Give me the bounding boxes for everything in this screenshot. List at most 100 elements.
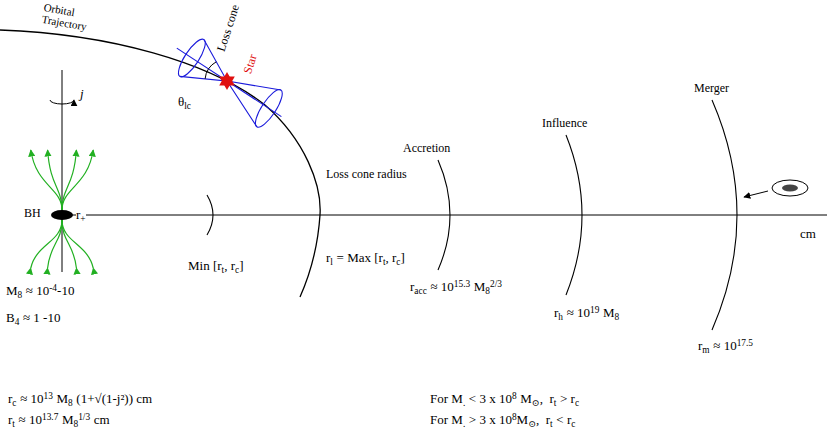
subscript-text: c xyxy=(575,398,579,408)
label-text: Loss cone xyxy=(214,3,242,53)
label-text: BH xyxy=(24,206,41,220)
label-text: Merger xyxy=(694,81,729,95)
subscript-text: 8 xyxy=(485,286,490,296)
label-text: = Max [r xyxy=(337,250,383,265)
label-text: M xyxy=(6,283,18,298)
merger-formula: rm≈ 1017.5 xyxy=(698,335,753,358)
loss-cone-label: Loss cone xyxy=(213,3,243,54)
tidal-radius-formula: rt≈ 1013.7M81/3cm xyxy=(8,409,110,432)
field-line xyxy=(62,220,93,268)
superscript-text: 17.5 xyxy=(737,338,753,348)
label-text: -10 xyxy=(57,283,74,298)
accretion-label: Accretion xyxy=(403,140,450,156)
label-text: B xyxy=(6,310,15,325)
label-text: ≈ 10 xyxy=(26,283,49,298)
label-text: r xyxy=(410,279,414,294)
subscript-text: acc xyxy=(414,286,426,296)
superscript-text: 19 xyxy=(590,305,599,315)
influence-label: Influence xyxy=(542,115,587,131)
label-text: M xyxy=(474,279,486,294)
black-hole xyxy=(51,210,73,220)
subscript-text: . xyxy=(463,398,465,408)
label-text: cm xyxy=(94,412,110,427)
subscript-text: t xyxy=(383,257,386,267)
loss-cone-radius-label: Loss cone radius xyxy=(326,166,407,182)
label-text: M xyxy=(520,391,532,406)
subscript-text: 4 xyxy=(15,317,20,327)
label-text: M xyxy=(56,391,68,406)
subscript-text: . xyxy=(463,419,465,429)
subscript-text: t xyxy=(554,398,557,408)
subscript-text: c xyxy=(396,257,400,267)
label-text: For M xyxy=(430,412,463,427)
label-text: < r xyxy=(556,412,571,427)
label-text: (1+√(1-j²)) cm xyxy=(76,391,152,406)
axis-unit: cm xyxy=(800,226,816,242)
superscript-text: 13.7 xyxy=(42,412,58,422)
label-text: , r xyxy=(536,412,550,427)
superscript-text: -4 xyxy=(49,283,57,293)
subscript-text: 8 xyxy=(615,312,620,322)
label-text: ≈ 1 -10 xyxy=(23,310,60,325)
subscript-text: ⊙ xyxy=(528,419,536,429)
label-text: ≈ 10 xyxy=(430,279,453,294)
field-line xyxy=(62,220,76,268)
merger-arc xyxy=(712,100,737,330)
companion-galaxy xyxy=(772,180,808,196)
field-line xyxy=(62,150,93,210)
low-mass-condition: For M.< 3 x 108M⊙, rt> rc xyxy=(430,388,579,411)
angle-arc xyxy=(203,60,216,78)
star-label: Star xyxy=(239,52,260,75)
label-text: ≈ 10 xyxy=(19,412,42,427)
label-text: r xyxy=(76,207,80,222)
subscript-text: lc xyxy=(184,101,191,111)
subscript-text: h xyxy=(558,312,563,322)
min-radius-arc xyxy=(207,195,213,235)
label-text: θ xyxy=(178,94,184,109)
superscript-text: 13 xyxy=(44,391,53,401)
label-text: ] xyxy=(401,250,405,265)
merger-arrow xyxy=(744,191,768,197)
field-line xyxy=(48,220,62,268)
superscript-text: 8 xyxy=(512,391,517,401)
label-text: Orbital Trajectory xyxy=(41,1,88,33)
trajectory-label: Orbital Trajectory xyxy=(41,1,104,35)
high-mass-condition: For M.> 3 x 108M⊙, rt< rc xyxy=(430,409,575,432)
accretion-arc xyxy=(438,160,450,270)
label-text: > 3 x 10 xyxy=(469,412,512,427)
label-text: ≈ 10 xyxy=(713,338,736,353)
label-text: Influence xyxy=(542,116,587,130)
subscript-text: 8 xyxy=(18,290,23,300)
label-text: r xyxy=(8,391,12,406)
subscript-text: t xyxy=(12,419,15,429)
angle-label: θlc xyxy=(178,94,191,114)
subscript-text: t xyxy=(222,265,225,275)
field-line xyxy=(31,150,62,210)
min-radius-label: Min [rt, rc] xyxy=(188,258,244,278)
label-text: Min [r xyxy=(188,258,222,273)
subscript-text: + xyxy=(80,214,85,224)
cone-axis xyxy=(177,48,282,116)
label-text: ] xyxy=(239,258,243,273)
label-text: , r xyxy=(540,391,554,406)
star-symbol xyxy=(219,77,235,91)
label-text: Accretion xyxy=(403,141,450,155)
subscript-text: ⊙ xyxy=(532,398,540,408)
label-text: M xyxy=(603,305,615,320)
subscript-text: 8 xyxy=(74,419,79,429)
subscript-text: c xyxy=(571,419,575,429)
accretion-formula: racc≈ 1015.3M82/3 xyxy=(410,276,502,299)
radius-axis xyxy=(62,215,827,216)
label-text: For M xyxy=(430,391,463,406)
spin-axis xyxy=(62,70,63,272)
cone-rim xyxy=(174,36,210,80)
label-text: , r xyxy=(224,258,235,273)
spin-label: j xyxy=(80,86,84,102)
label-text: cm xyxy=(800,226,816,241)
label-text: M xyxy=(517,412,529,427)
influence-arc xyxy=(566,135,582,295)
cone-side xyxy=(180,40,239,100)
label-text: r xyxy=(698,338,702,353)
field-line xyxy=(31,220,62,268)
